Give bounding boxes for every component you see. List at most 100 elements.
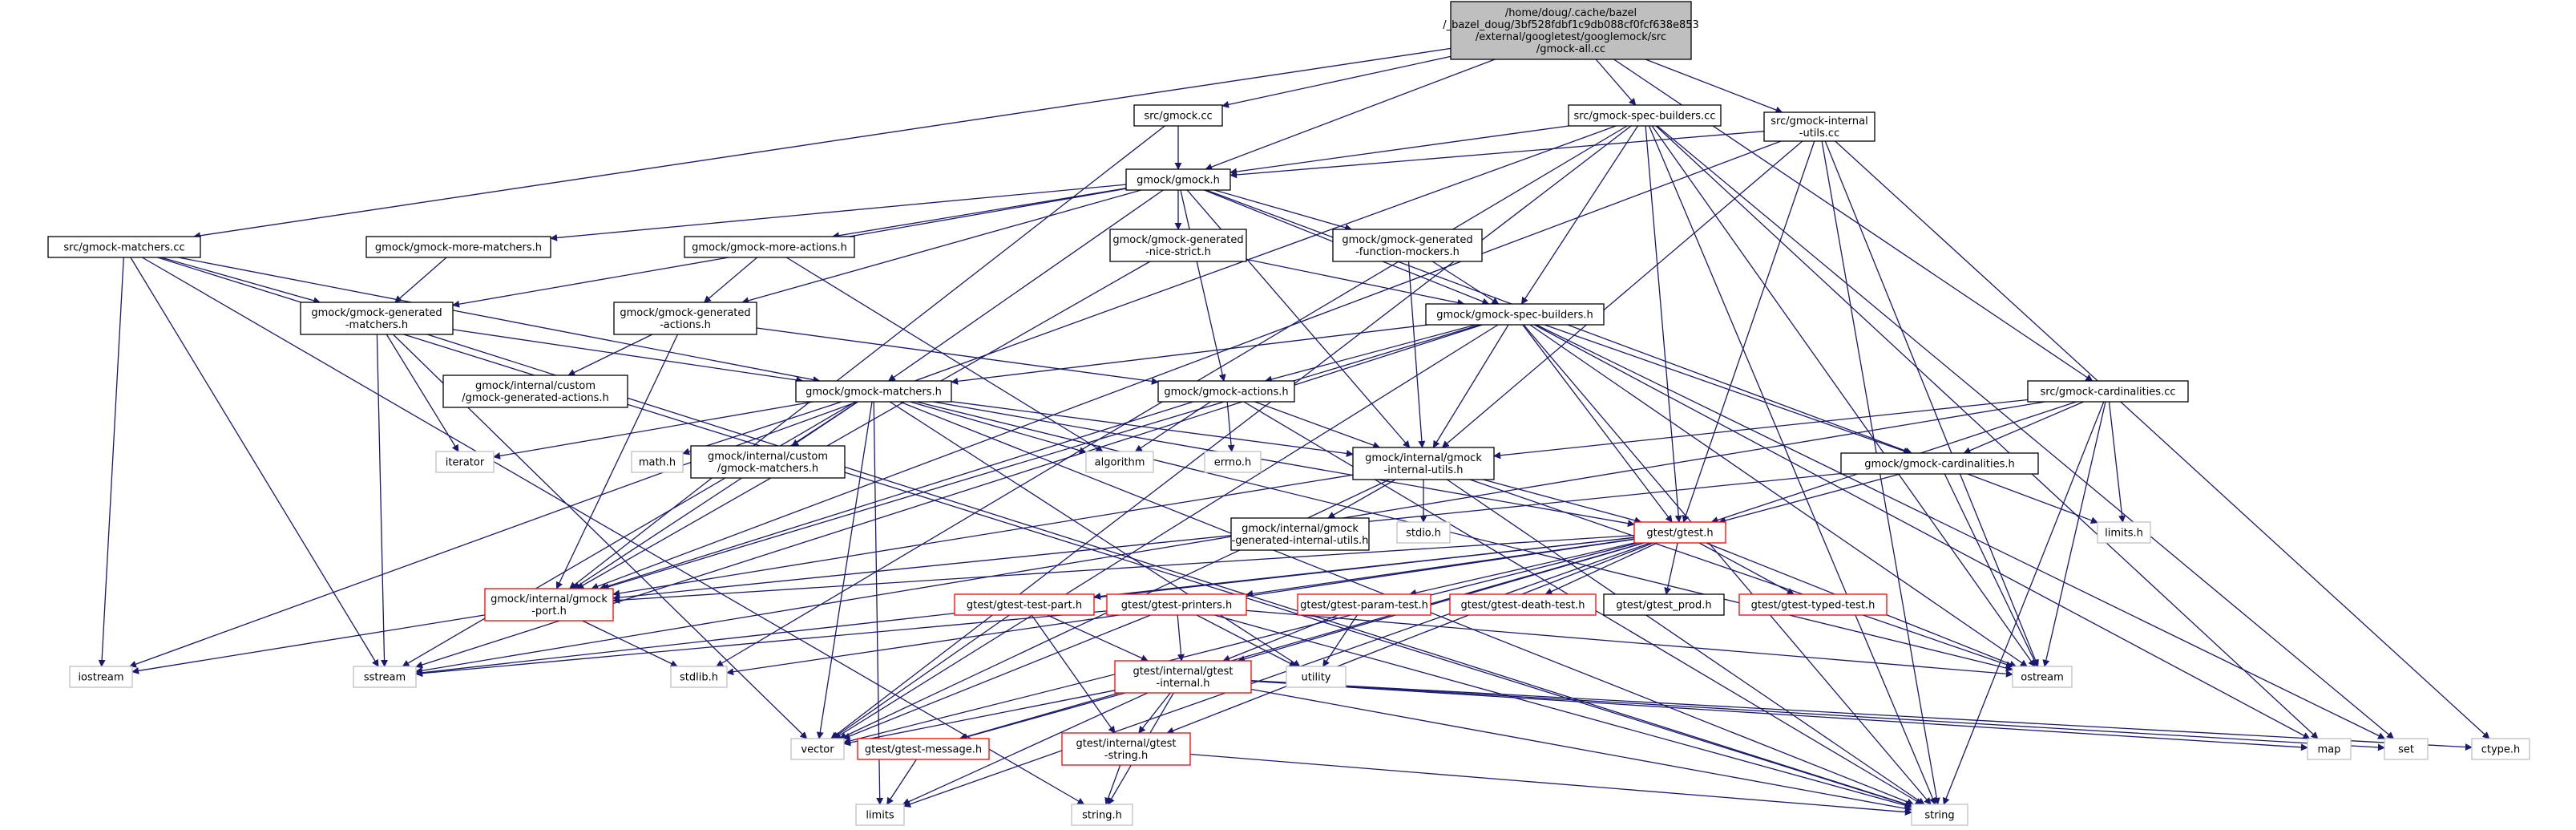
node-stdlib_h[interactable]: stdlib.h (670, 666, 728, 688)
edge-matchers_h-to-ostream (916, 401, 2013, 672)
edge-spec_builders_h-to-cardinalities_h (1544, 324, 1911, 455)
node-printers_h[interactable]: gtest/gtest-printers.h (1106, 593, 1247, 616)
node-gen_nice_strict_h[interactable]: gmock/gmock-generated-nice-strict.h (1109, 229, 1247, 262)
node-src_cardinalities_cc[interactable]: src/gmock-cardinalities.cc (2027, 380, 2189, 403)
node-src_gmock_cc[interactable]: src/gmock.cc (1133, 104, 1223, 127)
node-actions_h[interactable]: gmock/gmock-actions.h (1157, 380, 1295, 403)
node-label-line: algorithm (1095, 457, 1145, 469)
node-label-line: -matchers.h (345, 319, 408, 331)
node-src_internal_utils_cc[interactable]: src/gmock-internal-utils.cc (1763, 111, 1875, 142)
node-src_spec_builders_cc[interactable]: src/gmock-spec-builders.cc (1568, 104, 1722, 127)
node-gtest_string_h[interactable]: gtest/internal/gtest-string.h (1061, 732, 1191, 766)
node-typed_test_h[interactable]: gtest/gtest-typed-test.h (1738, 593, 1888, 616)
node-spec_builders_h[interactable]: gmock/gmock-spec-builders.h (1425, 303, 1605, 326)
edge-gmock_port_h-to-iostream (131, 614, 486, 674)
node-gtest_prod_h[interactable]: gtest/gtest_prod.h (1603, 593, 1725, 616)
node-death_test_h[interactable]: gtest/gtest-death-test.h (1449, 593, 1597, 616)
edge-src_spec_builders_cc-to-ostream (1651, 125, 2036, 667)
node-set[interactable]: set (2384, 738, 2429, 760)
edge-gen_actions_h-to-custom_gen_actions_h (567, 334, 653, 376)
edge-more_actions_h-to-algorithm (785, 257, 1104, 452)
edge-gen_matchers_h-to-string (426, 334, 1912, 808)
edge-src_spec_builders_cc-to-string (1648, 125, 1936, 805)
node-label-line: src/gmock.cc (1144, 111, 1212, 123)
node-string[interactable]: string (1911, 804, 1968, 826)
node-root[interactable]: /home/doug/.cache/bazel/_bazel_doug/3bf5… (1443, 1, 1699, 60)
node-box (1911, 804, 1968, 826)
node-limits[interactable]: limits (855, 804, 905, 826)
node-math_h[interactable]: math.h (631, 451, 684, 473)
node-matchers_h[interactable]: gmock/gmock-matchers.h (795, 380, 952, 403)
node-gen_actions_h[interactable]: gmock/gmock-generated-actions.h (613, 302, 757, 335)
node-gen_function_mockers_h[interactable]: gmock/gmock-generated-function-mockers.h (1332, 229, 1483, 262)
node-map[interactable]: map (2307, 738, 2352, 760)
node-test_part_h[interactable]: gtest/gtest-test-part.h (954, 593, 1095, 616)
node-label-line: gmock/gmock-generated (1112, 234, 1243, 246)
node-box (484, 588, 614, 621)
edge-src_spec_builders_cc-to-map (1655, 125, 2319, 739)
edge-gmock_h-to-actions_h (1180, 189, 1226, 382)
edge-gmock_h-to-gen_actions_h (741, 189, 1141, 305)
node-label-line: gmock/internal/custom (708, 451, 828, 463)
node-cardinalities_h[interactable]: gmock/gmock-cardinalities.h (1840, 452, 2039, 475)
node-label-line: map (2318, 744, 2341, 756)
node-ctype_h[interactable]: ctype.h (2471, 738, 2530, 760)
node-more_actions_h[interactable]: gmock/gmock-more-actions.h (684, 236, 855, 258)
node-custom_gen_actions_h[interactable]: gmock/internal/custom/gmock-generated-ac… (442, 375, 628, 408)
node-ostream[interactable]: ostream (2012, 666, 2073, 688)
node-algorithm[interactable]: algorithm (1085, 451, 1154, 473)
node-gen_matchers_h[interactable]: gmock/gmock-generated-matchers.h (300, 302, 454, 335)
edge-root-to-src_spec_builders_cc (1595, 59, 1637, 106)
edge-cardinalities_h-to-ostream (1944, 473, 2038, 667)
node-internal_utils_h[interactable]: gmock/internal/gmock-internal-utils.h (1352, 447, 1495, 480)
node-gtest_h[interactable]: gtest/gtest.h (1633, 521, 1726, 544)
node-box (954, 593, 1095, 616)
edge-matchers_h-to-gtest_h (933, 401, 1635, 528)
node-limits_h[interactable]: limits.h (2097, 521, 2151, 544)
node-label-line: -function-mockers.h (1355, 246, 1460, 258)
node-message_h[interactable]: gtest/gtest-message.h (857, 738, 990, 760)
node-errno_h[interactable]: errno.h (1204, 451, 1262, 473)
node-box (1450, 1, 1692, 60)
node-box (1352, 447, 1495, 480)
node-gmock_port_h[interactable]: gmock/internal/gmock-port.h (484, 588, 614, 621)
node-stdio_h[interactable]: stdio.h (1396, 521, 1451, 544)
edge-spec_builders_h-to-matchers_h (951, 324, 1428, 385)
node-gtest_internal_h[interactable]: gtest/internal/gtest-internal.h (1114, 660, 1252, 694)
node-box (442, 375, 628, 408)
edge-cardinalities_h-to-limits_h (1967, 473, 2098, 524)
node-label-line: gmock/gmock-generated (311, 307, 442, 319)
node-label-line: src/gmock-cardinalities.cc (2040, 387, 2175, 399)
node-utility[interactable]: utility (1286, 666, 1347, 688)
node-custom_matchers_h[interactable]: gmock/internal/custom/gmock-matchers.h (690, 445, 846, 479)
node-box (1738, 593, 1888, 616)
edge-gen_function_mockers_h-to-internal_utils_h (1407, 261, 1426, 448)
node-box (1840, 452, 2039, 475)
edge-gmock_h-to-gen_function_mockers_h (1214, 189, 1353, 232)
node-gen_internal_utils_h[interactable]: gmock/internal/gmock-generated-internal-… (1230, 517, 1370, 551)
node-box (1106, 593, 1247, 616)
node-box (2307, 738, 2352, 760)
edge-gtest_h-to-typed_test_h (1698, 542, 1795, 595)
edge-internal_utils_h-to-gen_internal_utils_h (1327, 479, 1396, 519)
node-box (857, 738, 990, 760)
node-vector[interactable]: vector (790, 738, 845, 760)
node-label-line: -internal.h (1157, 678, 1210, 690)
node-iostream[interactable]: iostream (69, 666, 133, 688)
node-src_matchers_cc[interactable]: src/gmock-matchers.cc (47, 236, 201, 258)
edge-cardinalities_h-to-gmock_port_h (612, 472, 1842, 601)
node-label-line: errno.h (1214, 457, 1252, 469)
node-iterator[interactable]: iterator (435, 451, 495, 473)
edge-gtest_internal_h-to-ctype_h (1250, 680, 2473, 751)
node-param_test_h[interactable]: gtest/gtest-param-test.h (1297, 593, 1431, 616)
edge-spec_builders_h-to-map (1534, 324, 2311, 739)
node-gmock_h[interactable]: gmock/gmock.h (1125, 168, 1231, 191)
node-box (1633, 521, 1726, 544)
node-box (1114, 660, 1252, 694)
node-label-line: -port.h (531, 605, 567, 617)
node-sstream[interactable]: sstream (353, 666, 417, 688)
node-string_h[interactable]: string.h (1071, 804, 1133, 826)
node-label-line: /gmock-all.cc (1536, 43, 1605, 55)
node-more_matchers_h[interactable]: gmock/gmock-more-matchers.h (365, 236, 551, 258)
node-label-line: gmock/gmock-more-actions.h (692, 242, 847, 254)
